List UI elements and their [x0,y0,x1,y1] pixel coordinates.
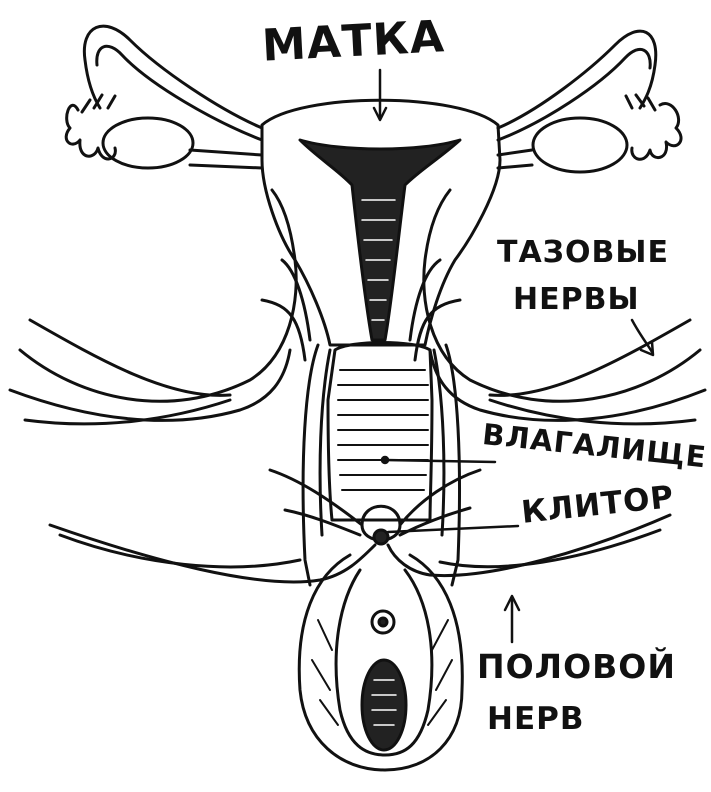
vagina-pointer [385,460,495,462]
label-pudendal-nerve-line2: НЕРВ [487,704,584,735]
left-ovary [103,118,193,168]
label-pelvic-nerves-line1: ТАЗОВЫЕ [497,238,669,268]
label-pelvic-nerves-line2: НЕРВЫ [513,285,640,315]
right-ovary [533,118,627,172]
clitoris-pointer [388,526,518,532]
vulva [299,555,462,770]
clitoris [362,506,400,544]
vagina [303,343,459,586]
label-pudendal-nerve-line1: ПОЛОВОЙ [477,650,676,683]
label-uterus: МАТКА [261,15,446,69]
left-fallopian-tube [66,26,262,159]
uterus [262,100,500,345]
right-fallopian-tube [498,31,681,159]
pudendal-nerves [50,470,670,582]
